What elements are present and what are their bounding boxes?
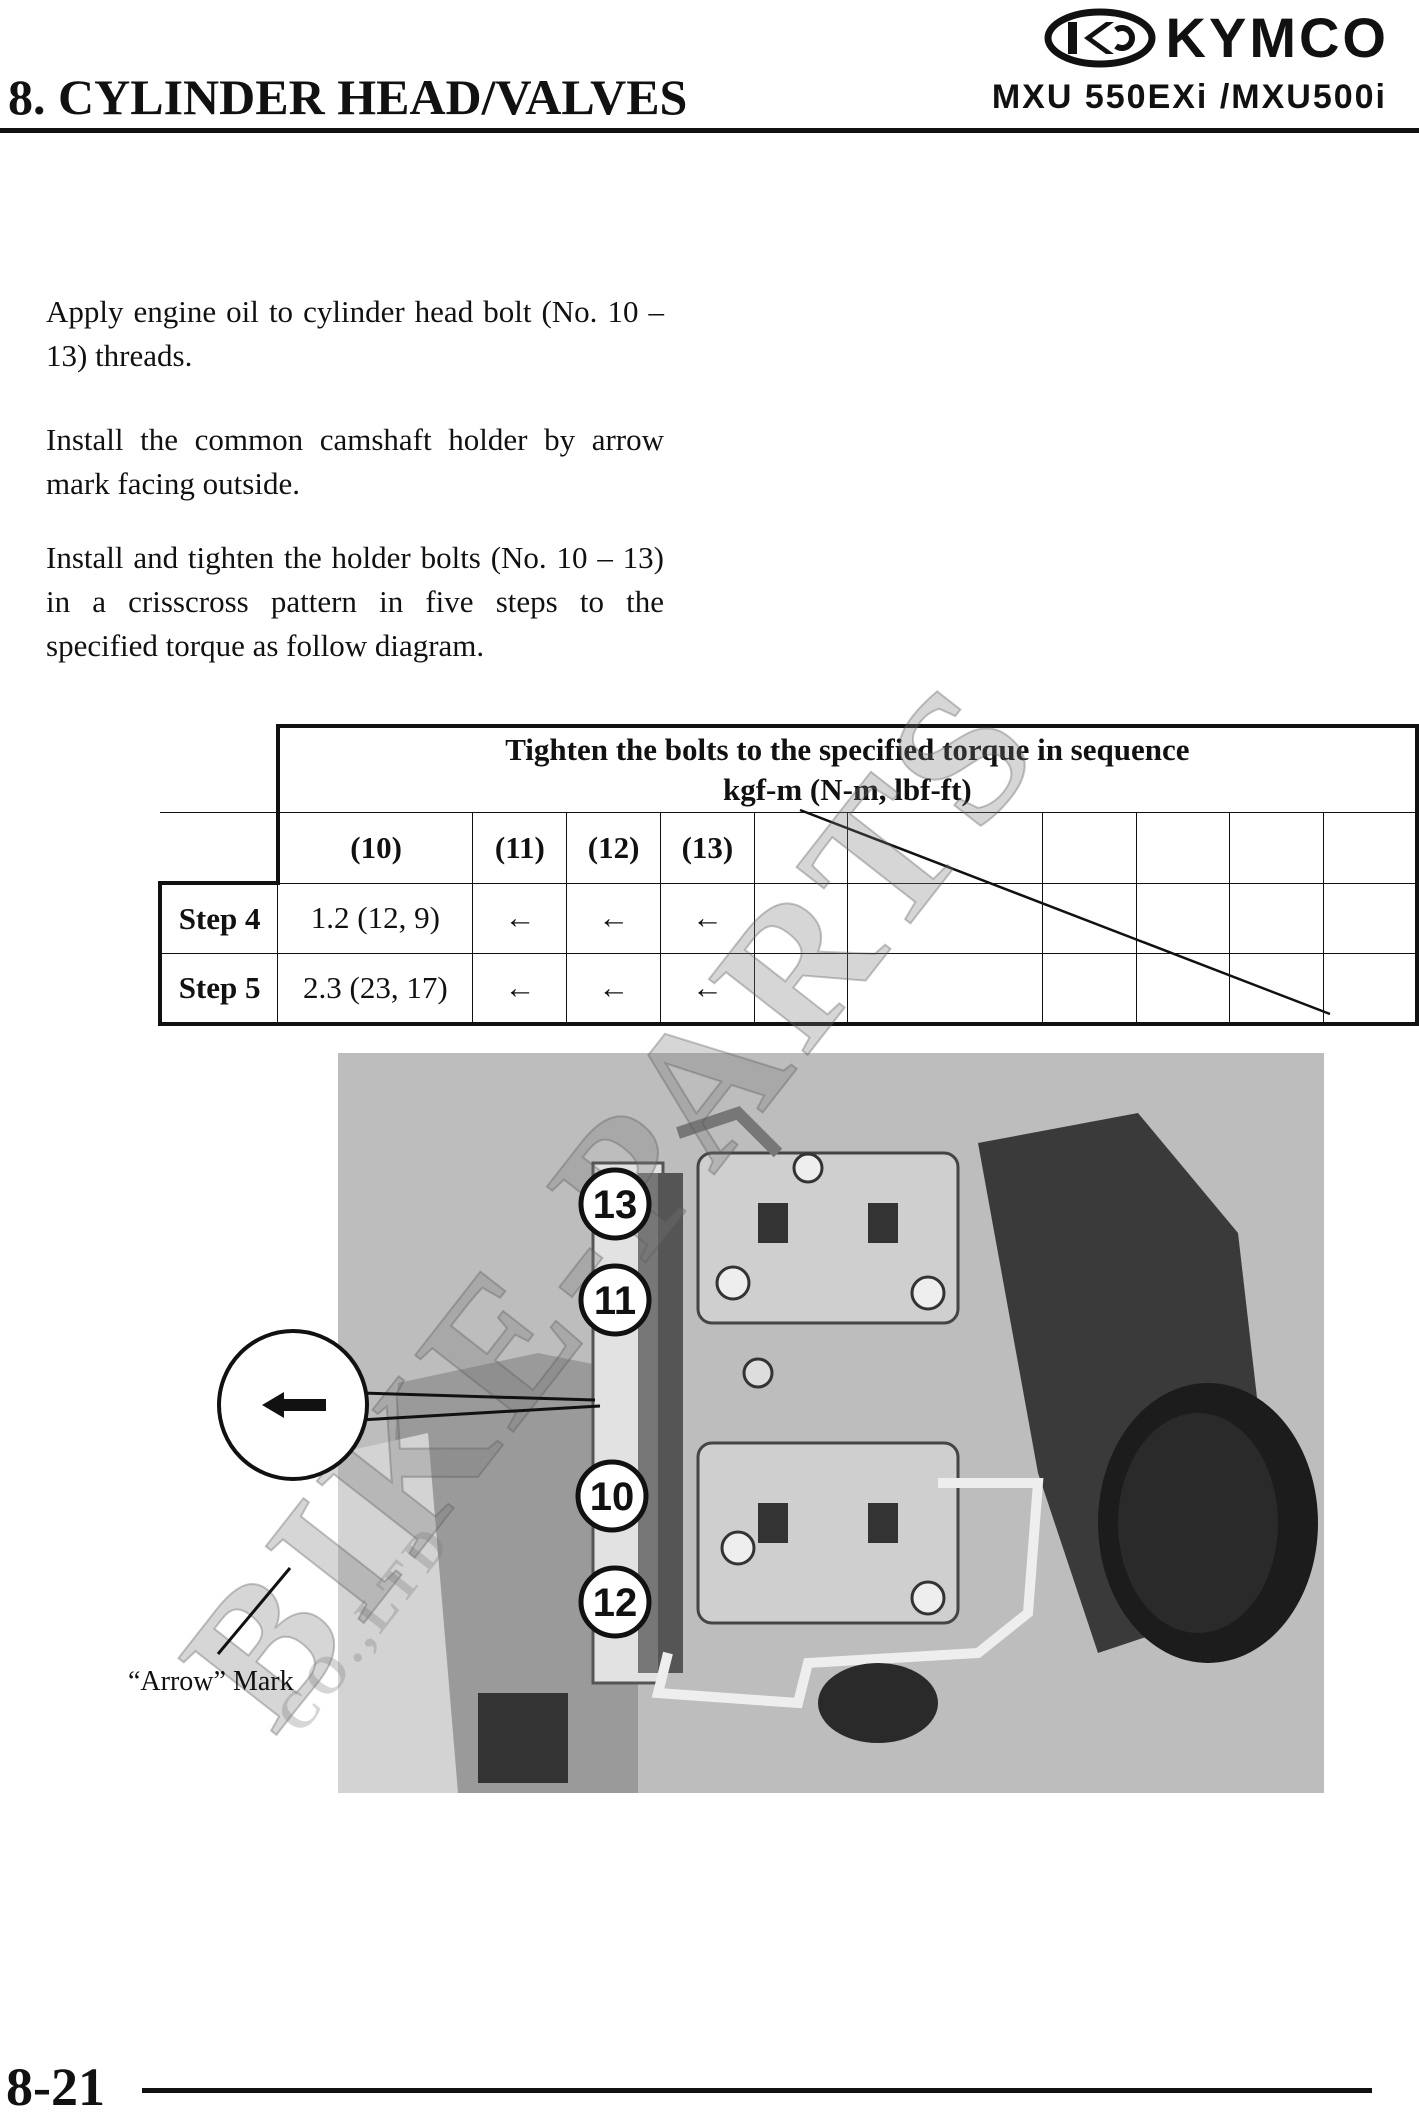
engine-photo bbox=[338, 1053, 1324, 1793]
table-title-cell: Tighten the bolts to the specified torqu… bbox=[275, 724, 1419, 813]
table-corner bbox=[160, 726, 279, 813]
empty-cell bbox=[1229, 882, 1324, 954]
page-number: 8-21 bbox=[6, 2057, 105, 2117]
header-divider bbox=[0, 128, 1419, 133]
empty-cell bbox=[1042, 812, 1137, 884]
brand-name: KYMCO bbox=[1165, 6, 1389, 69]
instruction-paragraph: Install the common camshaft holder by ar… bbox=[46, 422, 664, 501]
torque-value: 1.2 (12, 9) bbox=[277, 882, 474, 954]
column-header: (10) bbox=[275, 812, 474, 884]
table-corner bbox=[160, 812, 279, 885]
same-as-left-arrow: ← bbox=[472, 882, 568, 954]
figure-caption: “Arrow” Mark bbox=[128, 1666, 294, 1697]
engine-illustration bbox=[338, 1053, 1324, 1793]
kymco-emblem-icon bbox=[1044, 8, 1156, 68]
same-as-left-arrow: ← bbox=[660, 953, 755, 1026]
same-as-left-arrow: ← bbox=[566, 953, 662, 1026]
table-unit: kgf-m (N-m, lbf-ft) bbox=[722, 772, 972, 807]
instruction-paragraph: Install and tighten the holder bolts (No… bbox=[46, 540, 664, 663]
instruction-paragraph: Apply engine oil to cylinder head bolt (… bbox=[46, 294, 664, 373]
torque-value: 2.3 (23, 17) bbox=[277, 953, 474, 1026]
empty-cell bbox=[1322, 953, 1419, 1026]
empty-cell bbox=[1229, 812, 1324, 884]
footer-divider bbox=[142, 2088, 1372, 2093]
empty-cell bbox=[1042, 882, 1137, 954]
same-as-left-arrow: ← bbox=[566, 882, 662, 954]
empty-cell bbox=[1135, 812, 1231, 884]
empty-cell bbox=[1322, 812, 1419, 884]
empty-cell bbox=[1135, 882, 1231, 954]
table-title: Tighten the bolts to the specified torqu… bbox=[505, 732, 1190, 767]
empty-cell bbox=[1042, 953, 1137, 1026]
column-header: (11) bbox=[472, 812, 568, 884]
step-label: Step 5 bbox=[158, 953, 279, 1026]
brand-logo: KYMCO bbox=[1044, 8, 1389, 68]
column-header: (13) bbox=[660, 812, 755, 884]
model-name: MXU 550EXi /MXU500i bbox=[991, 78, 1387, 116]
column-header: (12) bbox=[566, 812, 662, 884]
empty-cell bbox=[1322, 882, 1419, 954]
empty-cell bbox=[1229, 953, 1324, 1026]
empty-cell bbox=[1135, 953, 1231, 1026]
section-title: 8. CYLINDER HEAD/VALVES bbox=[8, 69, 688, 125]
same-as-left-arrow: ← bbox=[472, 953, 568, 1026]
step-label: Step 4 bbox=[158, 881, 279, 954]
